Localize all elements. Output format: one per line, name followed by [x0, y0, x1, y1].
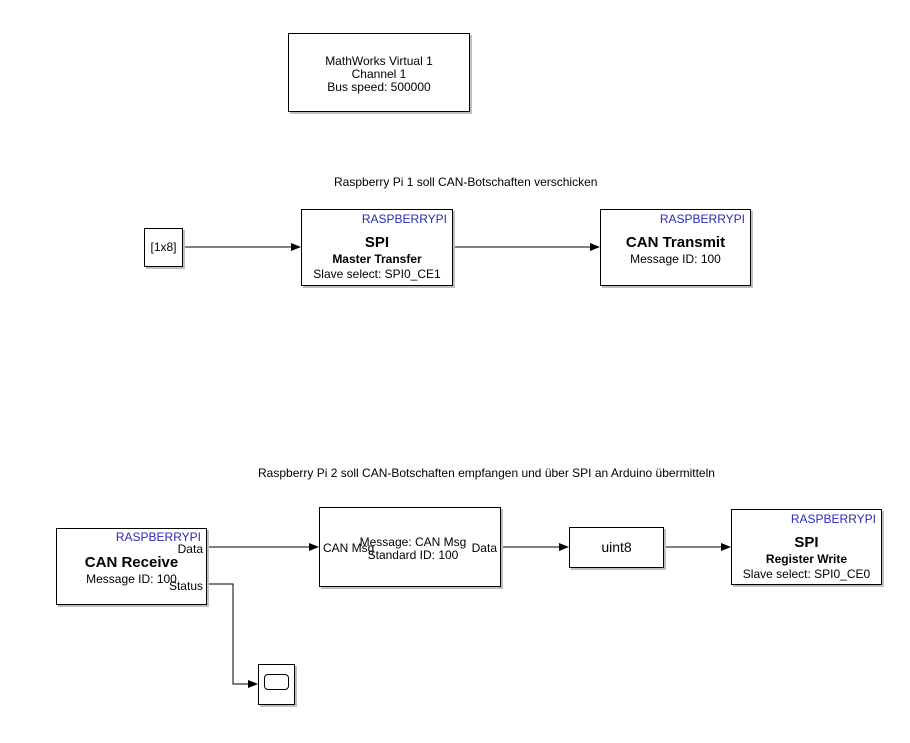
- can-receive-title: CAN Receive: [84, 554, 179, 571]
- constant-value: [1x8]: [150, 240, 177, 254]
- can-unpack-message: Message: CAN Msg: [359, 535, 467, 549]
- can-receive-port-data: Data: [177, 542, 203, 556]
- caption-pi1: Raspberry Pi 1 soll CAN-Botschaften vers…: [334, 175, 598, 189]
- spi-register-write-block[interactable]: RASPBERRYPI SPI Register Write Slave sel…: [731, 509, 882, 585]
- scope-block[interactable]: [258, 664, 295, 705]
- can-receive-param: Message ID: 100: [86, 572, 177, 586]
- can-receive-library: RASPBERRYPI: [115, 530, 201, 544]
- convert-label: uint8: [601, 539, 632, 555]
- spi-master-subtitle: Master Transfer: [332, 252, 422, 266]
- spi-master-transfer-block[interactable]: RASPBERRYPI SPI Master Transfer Slave se…: [301, 209, 453, 286]
- can-transmit-block[interactable]: RASPBERRYPI CAN Transmit Message ID: 100: [600, 209, 751, 286]
- spi-master-title: SPI: [364, 234, 390, 251]
- can-transmit-title: CAN Transmit: [625, 234, 726, 251]
- spi-master-library: RASPBERRYPI: [361, 212, 447, 226]
- constant-block[interactable]: [1x8]: [144, 228, 183, 267]
- spi-register-title: SPI: [794, 534, 819, 551]
- can-channel-block[interactable]: MathWorks Virtual 1 Channel 1 Bus speed:…: [288, 33, 470, 112]
- spi-master-param: Slave select: SPI0_CE1: [313, 267, 441, 281]
- can-receive-port-status: Status: [168, 579, 203, 593]
- convert-uint8-block[interactable]: uint8: [569, 527, 664, 568]
- spi-register-param: Slave select: SPI0_CE0: [742, 567, 871, 581]
- caption-pi2: Raspberry Pi 2 soll CAN-Botschaften empf…: [258, 466, 715, 480]
- can-unpack-id: Standard ID: 100: [367, 548, 459, 562]
- can-channel-bus-speed: Bus speed: 500000: [327, 80, 431, 94]
- can-channel-device: MathWorks Virtual 1: [325, 54, 433, 68]
- can-transmit-library: RASPBERRYPI: [659, 212, 745, 226]
- can-receive-block[interactable]: RASPBERRYPI Data CAN Receive Message ID:…: [56, 528, 207, 605]
- spi-register-subtitle: Register Write: [765, 552, 848, 566]
- can-transmit-param: Message ID: 100: [630, 252, 721, 266]
- can-channel-channel: Channel 1: [351, 67, 407, 81]
- line-status-to-scope[interactable]: [207, 583, 258, 688]
- spi-register-library: RASPBERRYPI: [790, 512, 876, 526]
- scope-screen-icon: [264, 674, 289, 690]
- can-unpack-block[interactable]: Message: CAN Msg Standard ID: 100 CAN Ms…: [319, 507, 501, 587]
- can-unpack-port-in: CAN Msg: [323, 541, 375, 555]
- can-unpack-port-out: Data: [471, 541, 497, 555]
